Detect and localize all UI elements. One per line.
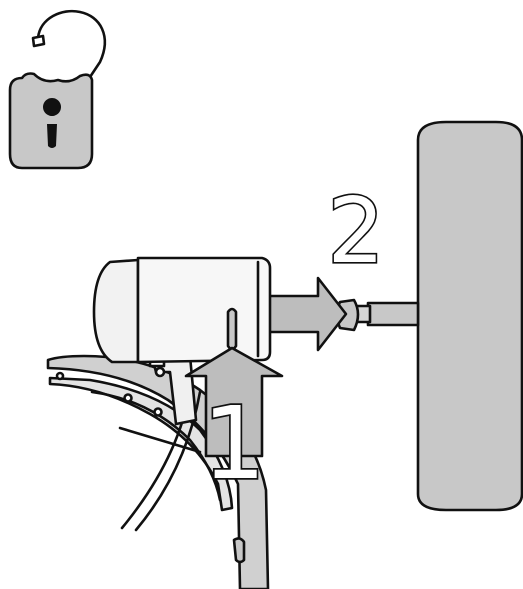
step-1-number: 1 — [202, 385, 266, 502]
mounting-post — [416, 120, 523, 512]
unlocked-padlock-icon — [8, 9, 106, 170]
step-2-number: 2 — [327, 179, 384, 284]
axle-peg — [335, 298, 420, 332]
push-arrow-step-2 — [266, 276, 348, 352]
push-arrow-step-1 — [184, 346, 284, 458]
lamp-device — [92, 256, 272, 364]
